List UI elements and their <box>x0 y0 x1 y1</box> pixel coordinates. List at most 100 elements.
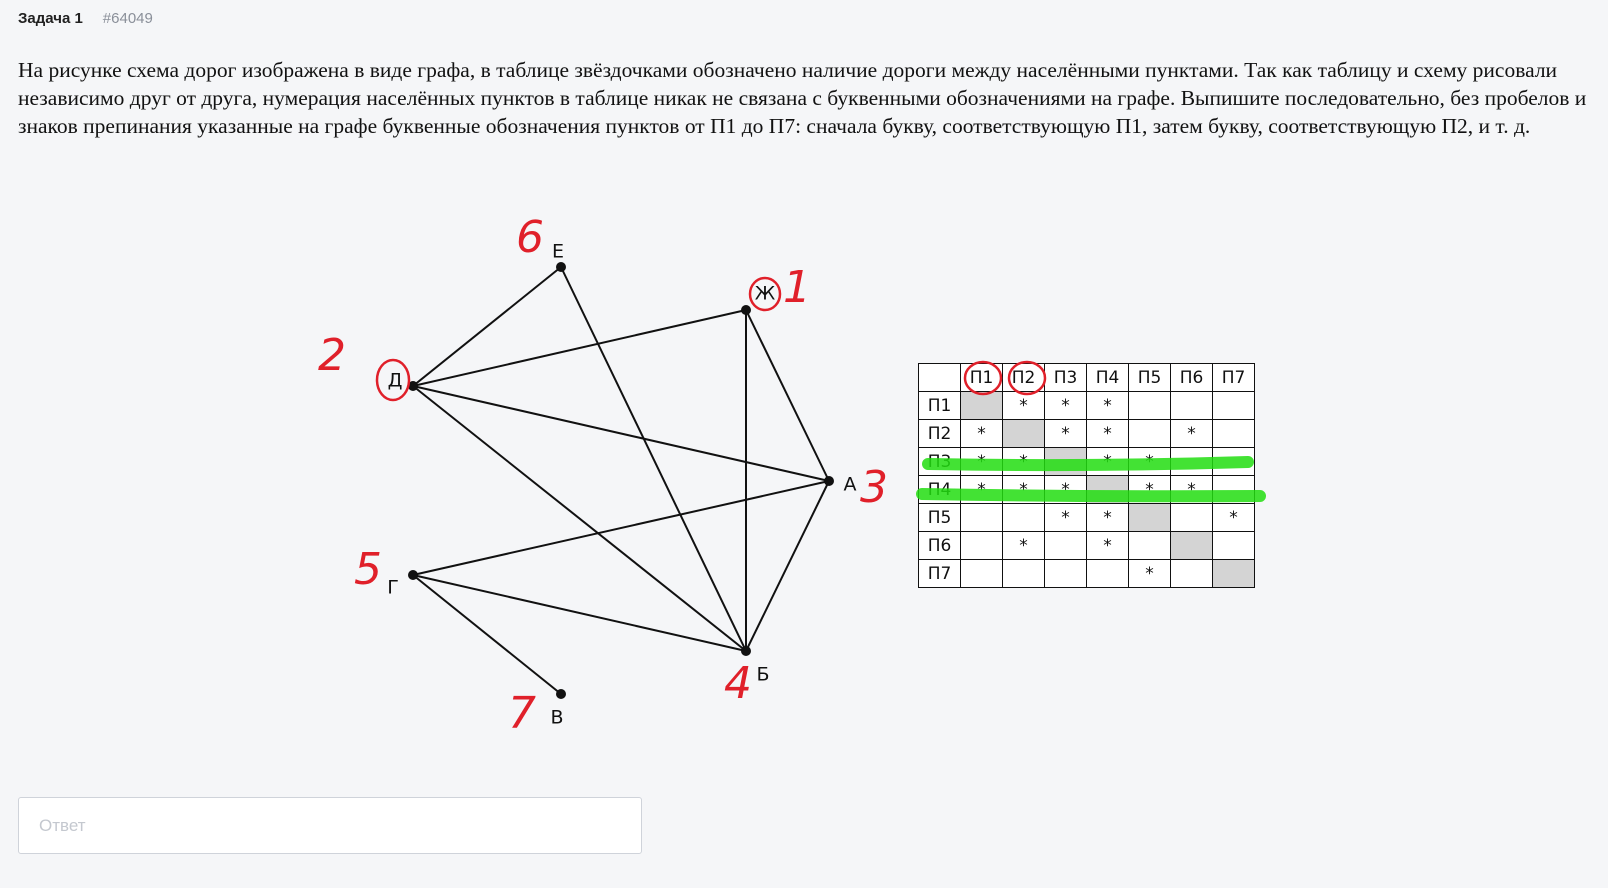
table-cell <box>1044 447 1087 476</box>
table-cell <box>1212 475 1255 504</box>
table-cell: * <box>960 419 1003 448</box>
table-cell <box>1128 531 1171 560</box>
handwritten-number-annotation: 3 <box>860 462 888 513</box>
table-cell <box>1128 391 1171 420</box>
table-row: П1*** <box>918 391 1255 420</box>
table-cell <box>1170 447 1213 476</box>
table-col-header: П1 <box>960 363 1003 392</box>
graph-edge-Д-А <box>412 385 830 482</box>
table-col-header: П6 <box>1170 363 1213 392</box>
table-col-header: П3 <box>1044 363 1087 392</box>
handwritten-number-annotation: 4 <box>724 658 752 709</box>
graph-node-Д <box>408 381 418 391</box>
table-cell: * <box>1170 419 1213 448</box>
table-row-header: П2 <box>918 419 961 448</box>
graph-edge-Г-В <box>412 574 562 695</box>
graph-node-label: А <box>844 474 857 496</box>
table-col-header: П2 <box>1002 363 1045 392</box>
table-cell: * <box>1044 391 1087 420</box>
table-cell <box>1128 419 1171 448</box>
table-cell: * <box>1170 475 1213 504</box>
graph-node-Б <box>741 646 751 656</box>
table-row-header: П7 <box>918 559 961 588</box>
table-cell: * <box>1002 531 1045 560</box>
graph-node-label: Д <box>388 370 403 392</box>
task-id: #64049 <box>102 10 153 27</box>
task-text: На рисунке схема дорог изображена в виде… <box>18 58 1587 138</box>
graph-node-Г <box>408 570 418 580</box>
handwritten-number-annotation: 7 <box>508 688 536 739</box>
graph-node-label: Ж <box>755 283 776 305</box>
table-cell: * <box>1086 391 1129 420</box>
task-title: Задача 1 <box>18 10 83 27</box>
answer-input[interactable] <box>18 797 642 854</box>
graph-node-label: Г <box>387 577 399 599</box>
table-cell: * <box>1128 447 1171 476</box>
graph-node-А <box>824 476 834 486</box>
graph-edge-А-Б <box>745 480 830 652</box>
table-cell: * <box>1086 447 1129 476</box>
graph-node-Ж <box>741 305 751 315</box>
table-cell <box>960 391 1003 420</box>
table-cell <box>960 531 1003 560</box>
table-cell <box>1086 559 1129 588</box>
graph-node-В <box>556 689 566 699</box>
table-row-header: П1 <box>918 391 961 420</box>
graph-edge-Ж-А <box>745 309 830 482</box>
graph-node-label: Е <box>552 241 564 263</box>
red-circle-mark <box>375 358 411 402</box>
table-cell <box>1086 475 1129 504</box>
table-cell <box>1002 559 1045 588</box>
table-row: П5*** <box>918 503 1255 532</box>
table-cell: * <box>1002 391 1045 420</box>
table-cell <box>960 559 1003 588</box>
task-header: Задача 1 #64049 <box>18 10 153 27</box>
table-cell <box>1002 503 1045 532</box>
handwritten-number-annotation: 1 <box>783 262 811 313</box>
table-col-header: П7 <box>1212 363 1255 392</box>
table-row: П3**** <box>918 447 1255 476</box>
table-cell: * <box>1044 419 1087 448</box>
graph-edge-Д-Ж <box>412 309 747 387</box>
graph-edge-Г-Б <box>412 574 747 652</box>
table-cell <box>1212 419 1255 448</box>
table-cell <box>1128 503 1171 532</box>
graph-edge-Е-Д <box>412 266 562 387</box>
table-cell <box>1212 447 1255 476</box>
table-row-header: П6 <box>918 531 961 560</box>
table-cell <box>1002 419 1045 448</box>
table-cell: * <box>1128 475 1171 504</box>
graph-node-label: В <box>550 707 563 729</box>
table-row: П4***** <box>918 475 1255 504</box>
table-cell <box>1170 559 1213 588</box>
table-cell: * <box>1044 475 1087 504</box>
table-cell <box>1212 531 1255 560</box>
handwritten-number-annotation: 5 <box>354 544 382 595</box>
table-cell: * <box>1002 447 1045 476</box>
table-cell: * <box>960 447 1003 476</box>
table-cell <box>1044 531 1087 560</box>
table-cell: * <box>1212 503 1255 532</box>
graph-edge-А-Г <box>412 480 830 576</box>
table-cell <box>960 503 1003 532</box>
red-circle-mark <box>748 276 782 312</box>
table-cell <box>1212 391 1255 420</box>
table-row: П2**** <box>918 419 1255 448</box>
table-col-header: П4 <box>1086 363 1129 392</box>
table-cell <box>1170 503 1213 532</box>
table-cell <box>1044 559 1087 588</box>
graph-edge-Д-Б <box>412 385 747 652</box>
table-cell: * <box>960 475 1003 504</box>
table-cell: * <box>1044 503 1087 532</box>
handwritten-number-annotation: 2 <box>318 330 346 381</box>
table-cell <box>1212 559 1255 588</box>
table-cell: * <box>1002 475 1045 504</box>
graph-node-Е <box>556 262 566 272</box>
table-col-header: П5 <box>1128 363 1171 392</box>
table-cell: * <box>1086 503 1129 532</box>
graph-node-label: Б <box>756 664 769 686</box>
table-row: П6 * * <box>918 531 1255 560</box>
table-cell: * <box>1086 531 1129 560</box>
